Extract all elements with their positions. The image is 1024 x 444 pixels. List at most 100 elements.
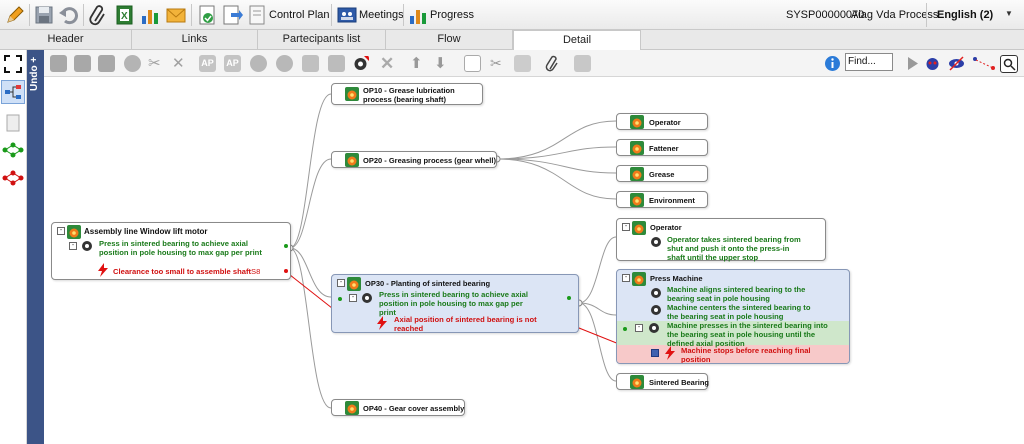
collapse-toggle[interactable]: - bbox=[622, 274, 630, 282]
root-node[interactable]: - Assembly line Window lift motor - Pres… bbox=[51, 222, 291, 280]
move-down-icon[interactable]: ⬇ bbox=[434, 55, 447, 72]
tab-header[interactable]: Header bbox=[0, 30, 132, 50]
tab-detail[interactable]: Detail bbox=[513, 30, 641, 51]
function-toggle[interactable]: - bbox=[69, 242, 77, 250]
gear-icon bbox=[649, 323, 659, 333]
4m-element-icon bbox=[632, 221, 646, 235]
save-icon[interactable] bbox=[33, 4, 55, 26]
structure-view-button[interactable] bbox=[1, 80, 25, 104]
lightning-icon bbox=[665, 346, 675, 360]
add-sibling-icon[interactable] bbox=[98, 55, 115, 72]
connector-icon[interactable] bbox=[972, 55, 996, 72]
undo-sidebar[interactable] bbox=[27, 50, 44, 444]
op30-title: OP30 - Planting of sintered bearing bbox=[365, 279, 491, 288]
pencil-icon[interactable] bbox=[4, 4, 26, 26]
red-gear-icon[interactable] bbox=[352, 55, 369, 72]
attachment-icon[interactable] bbox=[544, 55, 561, 72]
new-page-icon[interactable] bbox=[464, 55, 481, 72]
expand-all-icon[interactable] bbox=[3, 54, 23, 74]
approve-document-icon[interactable] bbox=[196, 4, 218, 26]
control-plan-button[interactable]: Control Plan bbox=[269, 9, 330, 21]
4m-element-icon bbox=[632, 272, 646, 286]
cut-icon[interactable]: ✂ bbox=[490, 55, 502, 71]
failure-network-icon[interactable] bbox=[2, 170, 24, 186]
translate-icon[interactable] bbox=[574, 55, 591, 72]
operator-title: Operator bbox=[650, 223, 682, 232]
add-node-icon[interactable] bbox=[50, 55, 67, 72]
function-network-icon[interactable] bbox=[2, 142, 24, 158]
root-title: Assembly line Window lift motor bbox=[84, 227, 208, 236]
progress-button[interactable]: Progress bbox=[430, 9, 475, 21]
press-function-1: Machine aligns sintered bearing to the b… bbox=[667, 285, 806, 303]
tab-flow[interactable]: Flow bbox=[386, 30, 513, 50]
play-icon[interactable] bbox=[904, 55, 921, 72]
4m-element-icon bbox=[630, 115, 644, 129]
press-machine-node[interactable]: - Press Machine Machine aligns sintered … bbox=[616, 269, 850, 364]
copy-node-icon[interactable] bbox=[302, 55, 319, 72]
magnifier-icon bbox=[1003, 58, 1016, 71]
4m-element-icon bbox=[630, 193, 644, 207]
op20-node[interactable]: OP20 - Greasing process (gear whell) bbox=[331, 151, 497, 168]
paste-node-icon[interactable] bbox=[328, 55, 345, 72]
gear-icon bbox=[82, 241, 92, 251]
failure-checkbox[interactable] bbox=[651, 349, 659, 357]
op10-title: OP10 - Grease lubrication process (beari… bbox=[363, 86, 455, 104]
document-icon[interactable] bbox=[4, 114, 22, 132]
op10-node[interactable]: OP10 - Grease lubrication process (beari… bbox=[331, 83, 483, 105]
paste-icon[interactable] bbox=[514, 55, 531, 72]
gear-icon[interactable] bbox=[124, 55, 141, 72]
meetings-icon[interactable] bbox=[336, 4, 358, 26]
tab-links[interactable]: Links bbox=[132, 30, 258, 50]
robot-icon[interactable] bbox=[924, 55, 941, 72]
structure-canvas: - Assembly line Window lift motor - Pres… bbox=[44, 77, 1024, 444]
paperclip-icon[interactable] bbox=[87, 4, 109, 26]
undo-icon[interactable] bbox=[57, 4, 79, 26]
operator-function: Operator takes sintered bearing from shu… bbox=[667, 235, 801, 262]
move-up-icon[interactable]: ⬆ bbox=[410, 55, 423, 72]
add-child-icon[interactable] bbox=[74, 55, 91, 72]
find-input[interactable]: Find... bbox=[845, 53, 893, 71]
op40-title: OP40 - Gear cover assembly bbox=[363, 404, 465, 413]
op20-child-operator[interactable]: Operator bbox=[616, 113, 708, 130]
sintered-bearing-node[interactable]: Sintered Bearing bbox=[616, 373, 709, 390]
failure-status-dot bbox=[284, 269, 288, 273]
op20-child-environment[interactable]: Environment bbox=[616, 191, 708, 208]
flame-edit-icon[interactable] bbox=[276, 55, 293, 72]
collapse-toggle[interactable]: - bbox=[337, 279, 345, 287]
press-machine-title: Press Machine bbox=[650, 274, 703, 283]
collapse-toggle[interactable]: - bbox=[622, 223, 630, 231]
op40-node[interactable]: OP40 - Gear cover assembly bbox=[331, 399, 465, 416]
op30-node[interactable]: - OP30 - Planting of sintered bearing - … bbox=[331, 274, 579, 333]
lightning-icon bbox=[98, 263, 108, 277]
ap-edit-icon[interactable]: AP bbox=[224, 55, 241, 72]
info-icon[interactable] bbox=[824, 55, 841, 72]
process-step-icon bbox=[345, 87, 359, 101]
function-toggle[interactable]: - bbox=[349, 294, 357, 302]
op20-child-fattener[interactable]: Fattener bbox=[616, 139, 708, 156]
language-selector[interactable]: English (2) ▼ bbox=[926, 3, 1014, 27]
tools-icon[interactable]: ✂ bbox=[148, 55, 161, 72]
flame-icon[interactable] bbox=[250, 55, 267, 72]
child-title: Fattener bbox=[649, 144, 679, 153]
function-status-dot bbox=[338, 297, 342, 301]
control-plan-icon[interactable] bbox=[246, 4, 268, 26]
excel-icon[interactable]: X bbox=[113, 4, 135, 26]
wrench-icon[interactable]: ✕ bbox=[172, 55, 185, 72]
op20-child-grease[interactable]: Grease bbox=[616, 165, 708, 182]
mail-icon[interactable] bbox=[165, 4, 187, 26]
function-toggle[interactable]: - bbox=[635, 324, 643, 332]
delete-icon[interactable]: ✕ bbox=[380, 54, 395, 73]
progress-icon[interactable] bbox=[407, 4, 429, 26]
eye-icon[interactable] bbox=[948, 55, 965, 72]
tab-participants[interactable]: Partecipants list bbox=[258, 30, 386, 50]
ap-icon[interactable]: AP bbox=[199, 55, 216, 72]
meetings-button[interactable]: Meetings bbox=[359, 9, 404, 21]
export-document-icon[interactable] bbox=[221, 4, 243, 26]
gear-icon bbox=[651, 237, 661, 247]
bar-chart-icon[interactable] bbox=[139, 4, 161, 26]
tab-bar: Header Links Partecipants list Flow Deta… bbox=[0, 30, 1024, 51]
operator-node[interactable]: - Operator Operator takes sintered beari… bbox=[616, 218, 826, 262]
search-zoom-button[interactable] bbox=[1000, 55, 1018, 73]
collapse-toggle[interactable]: - bbox=[57, 227, 65, 235]
undo-label[interactable]: Undo + bbox=[29, 56, 40, 92]
